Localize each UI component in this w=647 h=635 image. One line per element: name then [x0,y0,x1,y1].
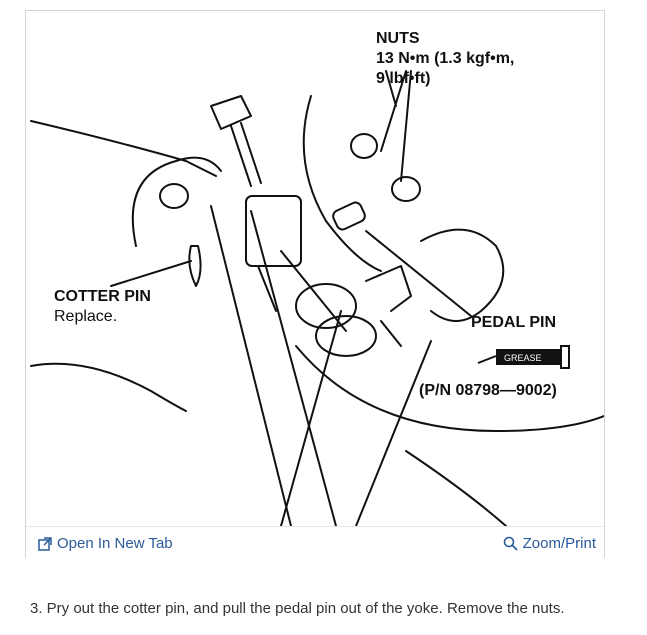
step-caption: 3. Pry out the cotter pin, and pull the … [30,600,565,617]
pedal-pin-leader [365,230,472,317]
booster-rod-back [315,315,377,357]
zoom-print-label: Zoom/Print [522,535,596,552]
image-toolbar: Open In New Tab Zoom/Print [26,526,604,558]
brake-pedal-diagram: NUTS 13 N•m (1.3 kgf•m, 9 lbf•ft) COTTER… [30,30,604,526]
right-circle [420,228,505,322]
open-new-tab-label: Open In New Tab [57,535,173,552]
zoom-print-button[interactable]: Zoom/Print [503,535,596,552]
nuts-leader-3 [400,70,412,182]
open-new-tab-button[interactable]: Open In New Tab [38,535,173,552]
bracket-outline-curve [30,362,187,412]
bolt-shaft [230,125,252,187]
image-frame: NUTS 13 N•m (1.3 kgf•m, 9 lbf•ft) COTTER… [25,10,605,558]
external-link-icon [38,536,52,551]
thread-left [257,265,277,312]
booster-rod-front [295,283,357,329]
thread-right [380,320,402,347]
part-number: (P/N 08798—9002) [419,382,557,399]
nuts-title: NUTS [376,30,420,47]
grease-tube: GREASE [477,345,570,369]
pedal-pin [332,201,366,231]
bolt-shaft-2 [240,122,262,184]
nuts-torque-line1: 13 N•m (1.3 kgf•m, [376,50,514,67]
rod [280,250,347,332]
pedal-arm-left-b [250,210,337,526]
nuts-leader-1 [385,70,397,107]
nut-left [159,183,189,209]
cotter-leader [110,260,192,287]
pedal-arm-left-a [210,205,292,526]
pedal-pin-label: PEDAL PIN [471,314,556,331]
nut-right [391,176,421,202]
nuts-torque-line2: 9 lbf•ft) [376,70,430,87]
lower-arc [295,345,604,432]
cotter-pin-note: Replace. [54,308,117,325]
right-bracket [365,265,412,312]
bracket-outline-left [30,120,217,177]
bolt-head [210,95,252,130]
cotter-pin-label: COTTER PIN [54,288,151,305]
magnifier-icon [503,536,518,551]
nuts-leader-2 [380,70,407,152]
right-housing [302,95,382,272]
grease-tube-text: GREASE [504,353,542,363]
pedal-arm-right-b [355,340,432,526]
yoke-body [245,195,302,267]
lower-right-arc [405,450,507,526]
pedal-arm-right-a [280,310,342,526]
nut-top [350,133,378,159]
round-housing [131,156,222,247]
cotter-pin-shape [188,245,202,287]
